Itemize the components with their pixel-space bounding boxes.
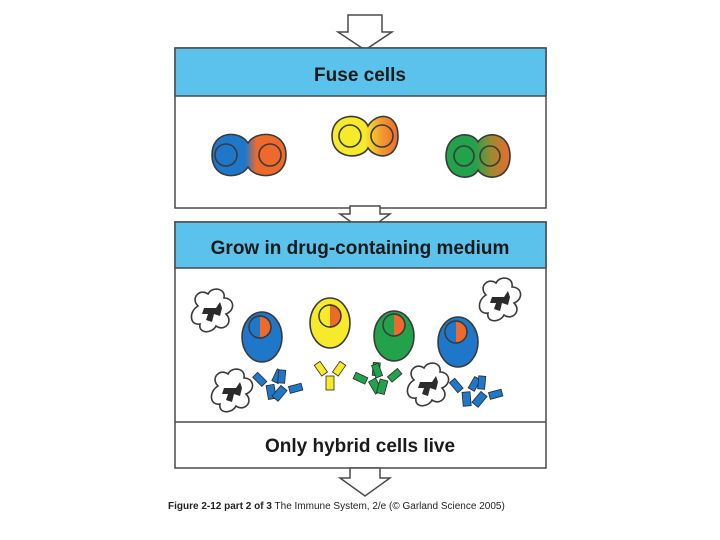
- hybrid-cell-yellow: [309, 297, 351, 349]
- hybrid-cell-green: [373, 310, 415, 362]
- step-1-title: Fuse cells: [314, 65, 406, 86]
- step-3-title: Only hybrid cells live: [265, 436, 455, 457]
- hybrid-cell-blue-2: [437, 316, 479, 368]
- step-2-header: [174, 221, 547, 269]
- hybrid-cell-blue-1: [241, 311, 283, 363]
- fused-cell-yellow-orange: [331, 115, 399, 157]
- step-1-header: [174, 47, 547, 97]
- caption-source: The Immune System, 2/e (© Garland Scienc…: [271, 501, 505, 512]
- caption-figure-number: Figure 2-12 part 2 of 3: [168, 501, 272, 512]
- step-2-title: Grow in drug-containing medium: [211, 238, 510, 259]
- figure-caption: Figure 2-12 part 2 of 3 The Immune Syste…: [168, 501, 505, 512]
- flow-arrow-1: [335, 14, 395, 51]
- flow-arrow-3: [337, 467, 393, 497]
- fused-cell-blue-orange: [211, 133, 287, 177]
- fused-cell-green-orange: [445, 134, 511, 178]
